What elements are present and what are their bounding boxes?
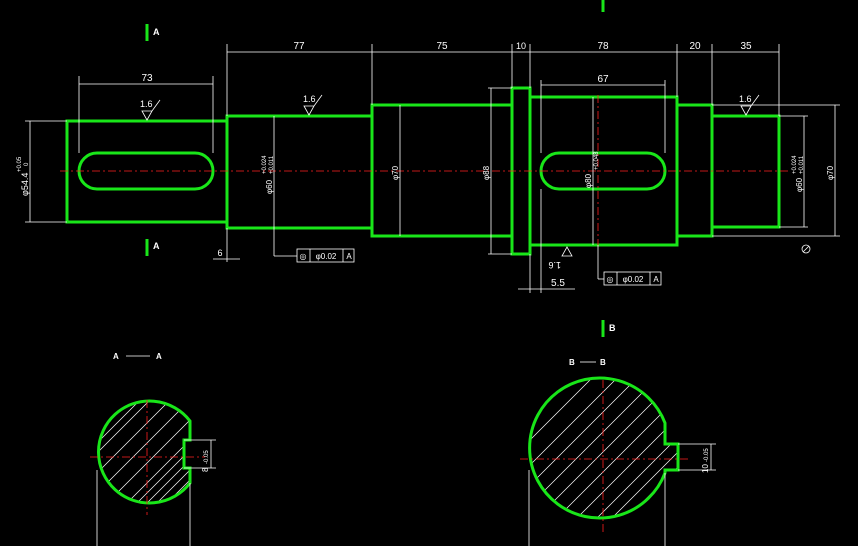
section-a-a-outline bbox=[97, 399, 192, 505]
dim-dia-54-upper: +0.05 bbox=[17, 156, 23, 172]
roughness-2: 1.6 bbox=[303, 94, 316, 104]
dim-dia-88: φ88 bbox=[482, 165, 491, 180]
dim-35: 35 bbox=[740, 41, 752, 52]
tolerance-frame-2-datum: A bbox=[653, 275, 659, 284]
shaft-segment-left bbox=[65, 119, 229, 224]
top-dimensions: 77 75 10 78 20 35 73 67 bbox=[78, 41, 780, 153]
datum-a-symbol bbox=[801, 244, 811, 254]
section-b-b-label-right: B bbox=[600, 358, 606, 367]
roughness-symbols: 1.6 1.6 1.6 1.6 bbox=[140, 94, 760, 270]
dim-dia-54: φ54.4 bbox=[20, 173, 30, 196]
dim-5-5: 5.5 bbox=[551, 278, 565, 289]
roughness-3: 1.6 bbox=[739, 94, 752, 104]
dim-dia-60-right: φ60 bbox=[795, 177, 804, 192]
tolerance-frame-1-symbol: ◎ bbox=[300, 252, 307, 261]
section-b-b-key-tol: -0.05 bbox=[704, 448, 710, 462]
dim-77: 77 bbox=[293, 41, 305, 52]
shaft-segment-right bbox=[710, 114, 781, 229]
section-a-a-key-dim: 8 bbox=[201, 467, 210, 472]
tolerance-frame-2: ◎ φ0.02 A bbox=[597, 245, 662, 286]
dim-dia-60-left-upper: +0.024 bbox=[262, 155, 268, 174]
dim-dia-60-right-upper: +0.024 bbox=[792, 155, 798, 174]
section-a-a: A A 8 -0.05 bbox=[90, 352, 216, 546]
roughness-1: 1.6 bbox=[140, 99, 153, 109]
tolerance-frame-2-value: φ0.02 bbox=[623, 275, 644, 284]
section-marker-a-bottom: A bbox=[145, 239, 160, 256]
section-marker-b-bottom-label: B bbox=[609, 323, 616, 333]
shaft-segment-5 bbox=[675, 103, 714, 238]
tolerance-frame-1-datum: A bbox=[346, 252, 352, 261]
roughness-4: 1.6 bbox=[548, 260, 561, 270]
diameter-dimensions: φ54.4 +0.05 0 φ60 +0.024 +0.011 φ70 φ88 … bbox=[17, 87, 840, 255]
dim-67: 67 bbox=[597, 74, 609, 85]
dim-20: 20 bbox=[689, 41, 701, 52]
dim-dia-54-lower: 0 bbox=[24, 162, 30, 166]
dim-73: 73 bbox=[141, 73, 153, 84]
section-b-b-outline bbox=[528, 376, 680, 520]
section-b-b-label-left: B bbox=[569, 358, 575, 367]
dim-dia-70-mid: φ70 bbox=[391, 165, 400, 180]
shaft-segment-2 bbox=[225, 114, 374, 230]
dim-dia-80-tol: +0.048 bbox=[594, 151, 600, 170]
section-a-a-label-left: A bbox=[113, 352, 119, 361]
bottom-small-dimensions: 6 5.5 bbox=[213, 189, 575, 293]
section-b-b-key-dim: 10 bbox=[701, 464, 710, 473]
section-marker-b-bottom: B bbox=[601, 320, 616, 337]
dim-dia-60-left: φ60 bbox=[265, 179, 274, 194]
section-marker-a-bottom-label: A bbox=[153, 241, 160, 251]
dim-dia-70-right: φ70 bbox=[826, 165, 835, 180]
dim-75: 75 bbox=[436, 41, 448, 52]
section-b-b: B B 10 -0.05 bbox=[520, 358, 716, 546]
section-marker-a-top-label: A bbox=[153, 27, 160, 37]
dim-dia-60-left-lower: +0.011 bbox=[269, 155, 275, 174]
section-a-a-label-right: A bbox=[156, 352, 162, 361]
section-marker-a-top: A bbox=[145, 24, 160, 41]
dim-10: 10 bbox=[516, 41, 526, 51]
tolerance-frame-1-value: φ0.02 bbox=[316, 252, 337, 261]
dim-78: 78 bbox=[597, 41, 609, 52]
tolerance-frame-1: ◎ φ0.02 A bbox=[273, 228, 355, 263]
section-a-a-key-tol: -0.05 bbox=[204, 450, 210, 464]
tolerance-frame-2-symbol: ◎ bbox=[607, 275, 614, 284]
dim-dia-80: φ80 bbox=[584, 173, 593, 188]
dim-dia-60-right-lower: +0.011 bbox=[799, 155, 805, 174]
dim-6: 6 bbox=[217, 248, 222, 258]
